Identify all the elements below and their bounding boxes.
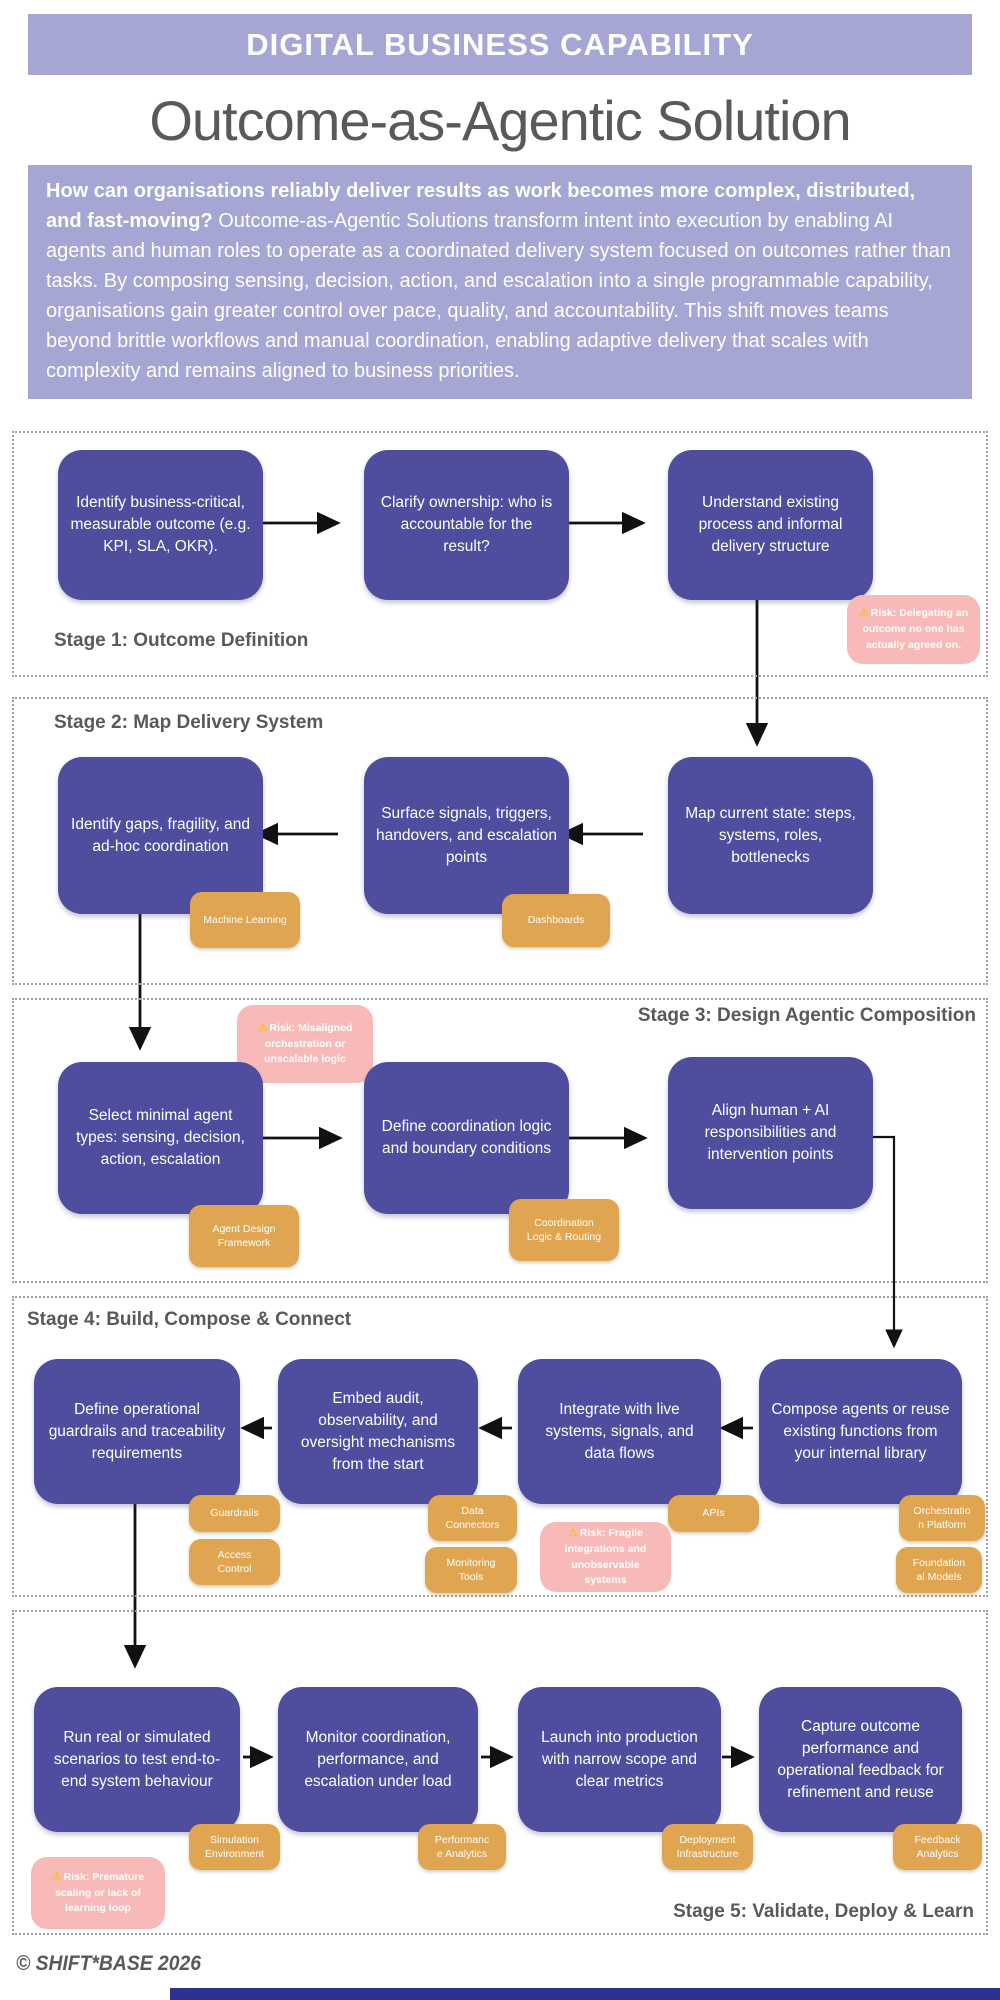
tool-tag: Deployment Infrastructure [662, 1824, 753, 1870]
stage-label: Stage 2: Map Delivery System [54, 712, 324, 733]
process-box: Clarify ownership: who is accountable fo… [364, 450, 569, 600]
stage-4-panel: Stage 4: Build, Compose & Connect Define… [12, 1296, 988, 1597]
warning-icon: ⚠ [568, 1527, 578, 1539]
tool-tag: Monitoring Tools [425, 1547, 517, 1593]
risk-text: ⚠Risk: Delegating an outcome no one has … [858, 607, 969, 651]
process-box: Understand existing process and informal… [668, 450, 873, 600]
process-box: Run real or simulated scenarios to test … [34, 1687, 240, 1832]
process-box: Identify business-critical, measurable o… [58, 450, 263, 600]
tool-tag: Orchestratio n Platform [899, 1495, 985, 1541]
stage-label: Stage 4: Build, Compose & Connect [27, 1309, 352, 1330]
copyright-text: © SHIFT*BASE 2026 [16, 1952, 201, 1975]
tool-tag: Guardrails [189, 1495, 280, 1532]
warning-icon: ⚠ [257, 1021, 268, 1034]
stage-1-panel: Identify business-critical, measurable o… [12, 431, 988, 677]
tool-tag: Performanc e Analytics [418, 1824, 506, 1870]
warning-icon: ⚠ [858, 607, 869, 620]
stage-label: Stage 3: Design Agentic Composition [637, 1005, 976, 1026]
process-box: Select minimal agent types: sensing, dec… [58, 1062, 263, 1214]
tool-tag: Foundation al Models [896, 1547, 982, 1593]
tool-tag: Machine Learning [190, 892, 300, 948]
warning-icon: ⚠ [51, 1870, 62, 1883]
bottom-bar [170, 1988, 1000, 2000]
process-box: Surface signals, triggers, handovers, an… [364, 757, 569, 914]
risk-note: ⚠Risk: Premature scaling or lack of lear… [31, 1857, 165, 1929]
process-box: Launch into production with narrow scope… [518, 1687, 721, 1832]
tool-tag: Dashboards [502, 894, 610, 947]
tool-tag: APIs [668, 1495, 759, 1532]
process-box: Identify gaps, fragility, and ad-hoc coo… [58, 757, 263, 914]
intro-description: Outcome-as-Agentic Solutions transform i… [46, 210, 951, 382]
tool-tag: Coordination Logic & Routing [509, 1199, 619, 1261]
tool-tag: Feedback Analytics [893, 1824, 982, 1870]
process-box: Map current state: steps, systems, roles… [668, 757, 873, 914]
risk-text: ⚠Risk: Premature scaling or lack of lear… [51, 1870, 145, 1915]
stage-5-panel: Run real or simulated scenarios to test … [12, 1610, 988, 1935]
header: DIGITAL BUSINESS CAPABILITY Outcome-as-A… [28, 14, 972, 399]
risk-text: ⚠Risk: Misaligned orchestration or unsca… [257, 1021, 353, 1066]
tool-tag: Data Connectors [428, 1495, 517, 1541]
process-box: Align human + AI responsibilities and in… [668, 1057, 873, 1209]
capability-banner: DIGITAL BUSINESS CAPABILITY [28, 14, 972, 75]
page-title: Outcome-as-Agentic Solution [28, 75, 972, 165]
process-box: Capture outcome performance and operatio… [759, 1687, 962, 1832]
process-box: Compose agents or reuse existing functio… [759, 1359, 962, 1504]
process-box: Define coordination logic and boundary c… [364, 1062, 569, 1214]
risk-text: ⚠Risk: Fragile integrations and unobserv… [564, 1527, 647, 1587]
tool-tag: Agent Design Framework [189, 1205, 299, 1267]
tool-tag: Simulation Environment [189, 1824, 280, 1870]
intro-question: How can organisations reliably deliver r… [46, 180, 916, 232]
stage-2-panel: Stage 2: Map Delivery System Identify ga… [12, 697, 988, 985]
process-box: Monitor coordination, performance, and e… [278, 1687, 478, 1832]
intro-paragraph: How can organisations reliably deliver r… [28, 165, 972, 399]
stage-label: Stage 1: Outcome Definition [54, 630, 309, 651]
risk-note: ⚠Risk: Delegating an outcome no one has … [847, 595, 980, 664]
risk-note: ⚠Risk: Misaligned orchestration or unsca… [237, 1005, 373, 1083]
process-box: Define operational guardrails and tracea… [34, 1359, 240, 1504]
tool-tag: Access Control [189, 1539, 280, 1585]
stage-3-panel: Stage 3: Design Agentic Composition ⚠Ris… [12, 998, 988, 1283]
stage-label: Stage 5: Validate, Deploy & Learn [673, 1901, 974, 1922]
risk-note: ⚠Risk: Fragile integrations and unobserv… [540, 1522, 671, 1592]
process-box: Embed audit, observability, and oversigh… [278, 1359, 478, 1504]
process-box: Integrate with live systems, signals, an… [518, 1359, 721, 1504]
